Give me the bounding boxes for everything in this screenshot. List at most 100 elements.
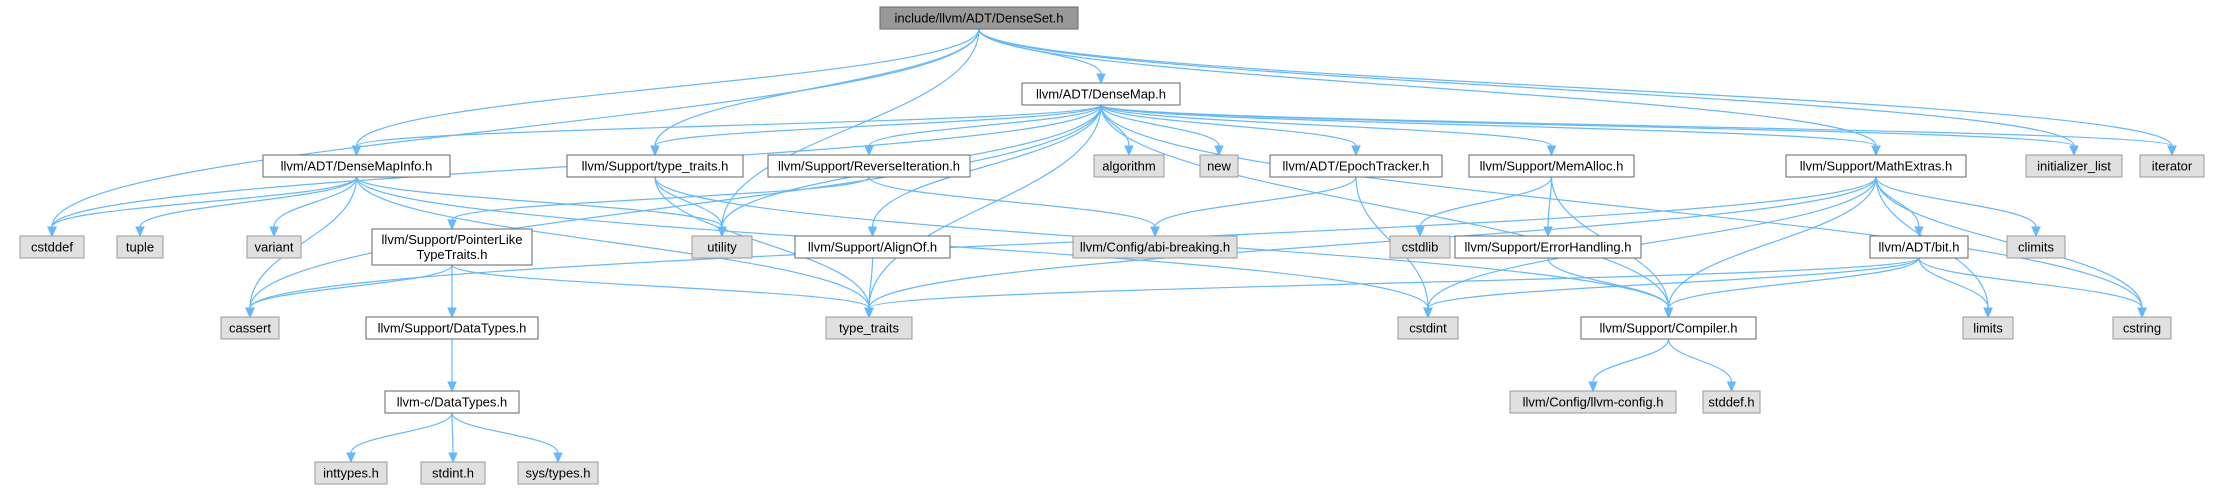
node-llvmconfig: llvm/Config/llvm-config.h xyxy=(1509,390,1677,414)
edge-mathextras-to-cassert xyxy=(245,176,1877,319)
node-initializer-list: initializer_list xyxy=(2025,154,2123,178)
node-box xyxy=(371,228,533,266)
node-box xyxy=(1869,235,1969,259)
node-box xyxy=(1702,390,1761,414)
edge-mathextras-to-type-traits xyxy=(864,176,1877,319)
node-label: tuple xyxy=(126,239,154,254)
edge-compiler-to-stddef-h xyxy=(1667,338,1737,393)
node-memalloc[interactable]: llvm/Support/MemAlloc.h xyxy=(1468,154,1635,178)
node-box xyxy=(1785,154,1967,178)
edge-densemap-to-new xyxy=(1100,104,1224,157)
node-label: cassert xyxy=(229,320,271,335)
node-box xyxy=(825,316,913,340)
node-type-traits: type_traits xyxy=(825,316,913,340)
node-epochtracker[interactable]: llvm/ADT/EpochTracker.h xyxy=(1269,154,1443,178)
node-label: llvm/Support/ReverseIteration.h xyxy=(778,158,960,173)
node-denseset[interactable]: include/llvm/ADT/DenseSet.h xyxy=(879,6,1079,30)
node-datatypes-support[interactable]: llvm/Support/DataTypes.h xyxy=(365,316,539,340)
node-label: llvm/Support/ErrorHandling.h xyxy=(1465,239,1632,254)
node-box xyxy=(384,390,520,414)
node-label: utility xyxy=(707,239,737,254)
node-label: llvm/Support/PointerLike xyxy=(382,232,523,247)
node-box xyxy=(691,235,753,259)
node-label: llvm/Support/Compiler.h xyxy=(1600,320,1738,335)
node-tuple: tuple xyxy=(116,235,164,259)
node-box xyxy=(879,6,1079,30)
edge-densemap-to-reverseiteration xyxy=(864,104,1102,157)
edge-compiler-to-llvmconfig xyxy=(1588,338,1670,393)
node-box xyxy=(2112,316,2172,340)
node-label: stdint.h xyxy=(432,465,474,480)
node-box xyxy=(566,154,744,178)
node-label: type_traits xyxy=(839,320,899,335)
node-label: initializer_list xyxy=(2037,158,2111,173)
node-iterator: iterator xyxy=(2139,154,2205,178)
node-stdint-h: stdint.h xyxy=(420,461,486,485)
node-reverseiteration[interactable]: llvm/Support/ReverseIteration.h xyxy=(767,154,971,178)
edge-densemap-to-cassert xyxy=(245,104,1102,319)
node-label: llvm/Support/MathExtras.h xyxy=(1800,158,1952,173)
edge-pointerlike-to-datatypes-support xyxy=(447,265,457,319)
node-box xyxy=(365,316,539,340)
edge-layer xyxy=(47,28,2177,464)
node-climits: climits xyxy=(2006,235,2066,259)
node-mathextras[interactable]: llvm/Support/MathExtras.h xyxy=(1785,154,1967,178)
node-label: inttypes.h xyxy=(323,465,379,480)
node-box xyxy=(1072,235,1238,259)
node-box xyxy=(794,235,951,259)
node-abibreaking: llvm/Config/abi-breaking.h xyxy=(1072,235,1238,259)
node-variant: variant xyxy=(246,235,302,259)
edge-bit-to-compiler xyxy=(1663,257,1920,319)
edge-densemap-to-mathextras xyxy=(1100,104,1881,157)
node-label: new xyxy=(1207,158,1231,173)
node-label: limits xyxy=(1973,320,2003,335)
node-algorithm: algorithm xyxy=(1093,154,1165,178)
node-label: stddef.h xyxy=(1708,394,1754,409)
node-utility: utility xyxy=(691,235,753,259)
node-label: llvm/Support/type_traits.h xyxy=(582,158,729,173)
node-box xyxy=(1021,82,1181,106)
edge-densemap-to-compiler xyxy=(1100,104,1674,319)
node-label: llvm/Support/MemAlloc.h xyxy=(1480,158,1624,173)
node-alignof[interactable]: llvm/Support/AlignOf.h xyxy=(794,235,951,259)
node-cassert: cassert xyxy=(220,316,280,340)
node-box xyxy=(314,461,388,485)
edge-densemapinfo-to-cstddef xyxy=(47,176,358,238)
node-datatypes-c[interactable]: llvm-c/DataTypes.h xyxy=(384,390,520,414)
node-box xyxy=(2025,154,2123,178)
edge-support-type-traits-to-utility xyxy=(654,176,727,238)
node-compiler[interactable]: llvm/Support/Compiler.h xyxy=(1580,316,1757,340)
node-label: climits xyxy=(2018,239,2055,254)
node-densemap[interactable]: llvm/ADT/DenseMap.h xyxy=(1021,82,1181,106)
node-cstddef: cstddef xyxy=(19,235,85,259)
node-cstdint: cstdint xyxy=(1397,316,1459,340)
node-limits: limits xyxy=(1962,316,2014,340)
node-errorhandling[interactable]: llvm/Support/ErrorHandling.h xyxy=(1454,235,1642,259)
node-box xyxy=(1509,390,1677,414)
node-box xyxy=(1454,235,1642,259)
edge-densemap-to-memalloc xyxy=(1100,104,1557,157)
node-label: cstddef xyxy=(31,239,73,254)
node-box xyxy=(19,235,85,259)
node-label: llvm-c/DataTypes.h xyxy=(397,394,508,409)
node-label: cstdlib xyxy=(1402,239,1439,254)
node-box xyxy=(262,154,451,178)
node-label: llvm/Config/llvm-config.h xyxy=(1523,394,1664,409)
node-box xyxy=(1269,154,1443,178)
node-cstdlib: cstdlib xyxy=(1389,235,1451,259)
node-label: cstring xyxy=(2123,320,2161,335)
node-support-type-traits[interactable]: llvm/Support/type_traits.h xyxy=(566,154,744,178)
edge-datatypes-c-to-stdint-h xyxy=(448,412,458,464)
node-label: iterator xyxy=(2152,158,2193,173)
node-label: include/llvm/ADT/DenseSet.h xyxy=(894,10,1063,25)
node-layer: include/llvm/ADT/DenseSet.h llvm/ADT/Dens… xyxy=(19,6,2205,485)
edge-densemapinfo-to-variant xyxy=(269,176,358,238)
node-bit[interactable]: llvm/ADT/bit.h xyxy=(1869,235,1969,259)
node-densemapinfo[interactable]: llvm/ADT/DenseMapInfo.h xyxy=(262,154,451,178)
edge-densemap-to-epochtracker xyxy=(1100,104,1361,157)
node-box xyxy=(1468,154,1635,178)
node-box xyxy=(246,235,302,259)
node-box xyxy=(1580,316,1757,340)
edge-memalloc-to-errorhandling xyxy=(1543,176,1553,238)
